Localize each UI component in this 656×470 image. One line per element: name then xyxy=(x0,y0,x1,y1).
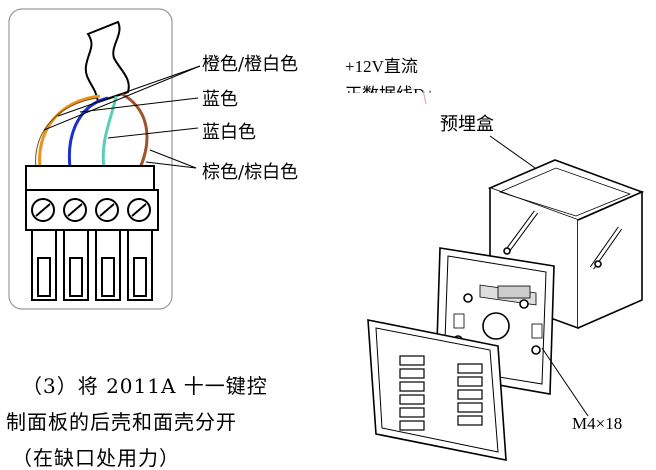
leader-orange xyxy=(57,65,201,117)
wire-blue xyxy=(67,96,109,169)
leader-blue xyxy=(79,97,199,113)
leader-orange-2 xyxy=(43,65,201,131)
assembly-figure xyxy=(367,89,645,461)
terminal-block xyxy=(25,165,159,301)
label-power: +12V直流 xyxy=(345,57,418,76)
cable-sheath xyxy=(84,20,130,104)
leader-screw xyxy=(541,347,589,417)
panel-keys xyxy=(399,355,483,431)
terminal-screws xyxy=(31,198,151,222)
label-blue-white-wire: 蓝白色 xyxy=(202,122,256,143)
wire-blue-white xyxy=(101,95,118,169)
leader-blue-white xyxy=(107,127,199,139)
label-blue-wire: 蓝色 xyxy=(202,89,238,110)
wire-orange-outline xyxy=(35,97,98,169)
label-orange-wire: 橙色/橙白色 xyxy=(202,54,299,75)
leader-brown xyxy=(149,149,197,169)
instruction-line-1: （3）将 2011A 十一键控 xyxy=(22,374,268,398)
wire-orange xyxy=(38,94,101,169)
wiring-figure xyxy=(8,8,201,310)
label-brown-wire: 棕色/棕白色 xyxy=(202,162,299,183)
terminal-legs xyxy=(31,230,153,301)
label-box: 预埋盒 xyxy=(440,114,494,135)
label-screw: M4×18 xyxy=(572,414,623,433)
wire-brown xyxy=(121,92,149,169)
instruction-line-2: 制面板的后壳和面壳分开 xyxy=(6,410,237,434)
label-data-plus: 正数据线D+ xyxy=(345,80,435,93)
instruction-line-3: （在缺口处用力） xyxy=(12,446,180,470)
